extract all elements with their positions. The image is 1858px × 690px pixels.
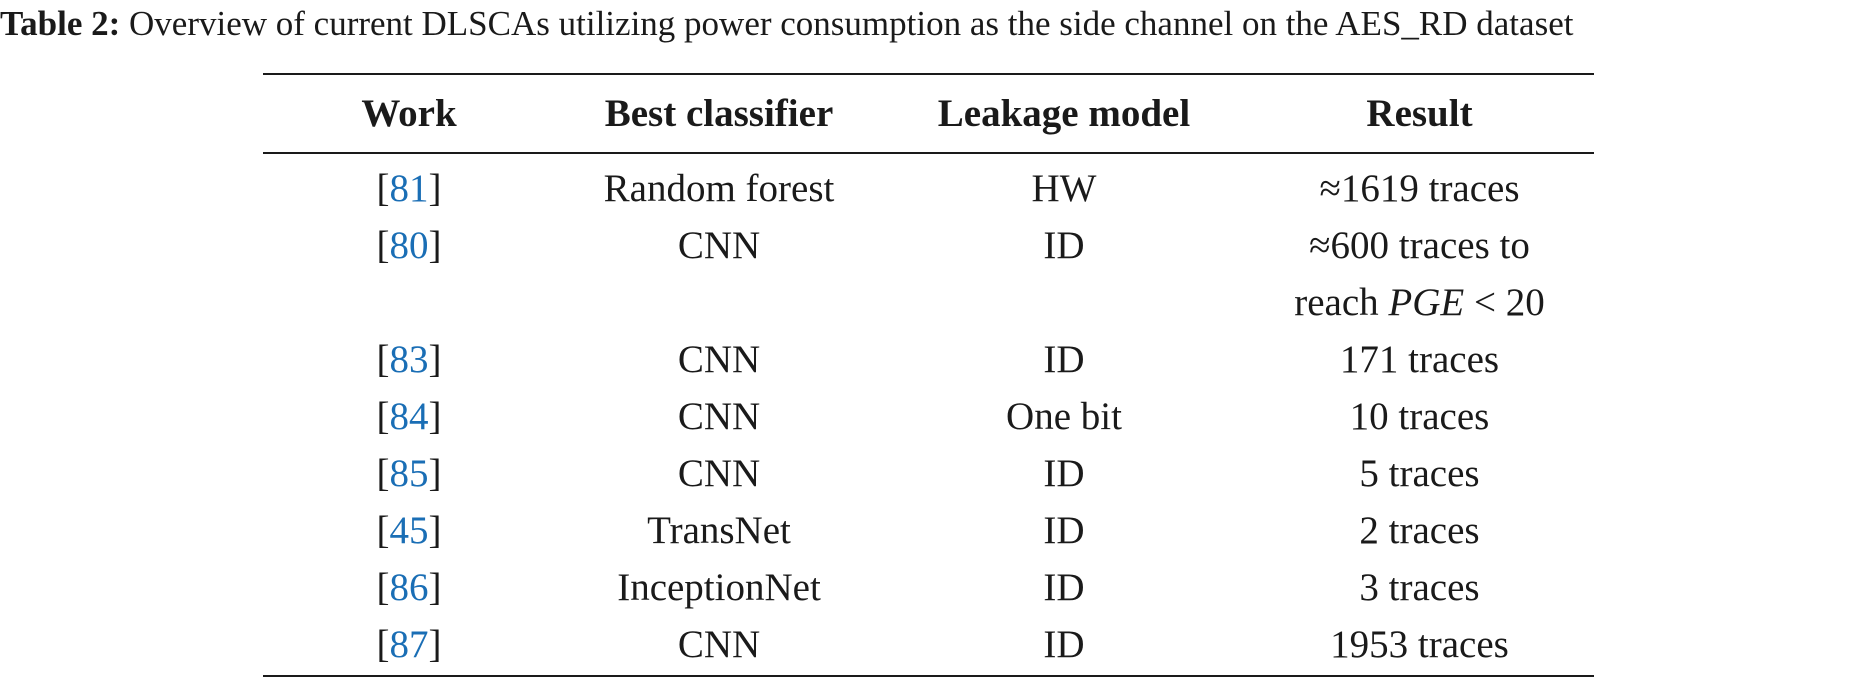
table-row: [84] CNN One bit 10 traces	[263, 388, 1594, 445]
leakage-model-cell: ID	[1043, 452, 1085, 495]
classifier-cell: Random forest	[603, 167, 835, 210]
result-cell: ≈600 traces to reach PGE < 20	[1245, 217, 1594, 331]
citation-link[interactable]: 87	[389, 623, 429, 666]
header-result: Result	[1366, 92, 1473, 135]
table-row: [85] CNN ID 5 traces	[263, 445, 1594, 502]
leakage-model-cell: ID	[1043, 566, 1085, 609]
math-pge: PGE	[1388, 281, 1465, 324]
table-row: [86] InceptionNet ID 3 traces	[263, 559, 1594, 616]
classifier-cell: CNN	[677, 395, 761, 438]
caption-label: Table 2:	[0, 4, 121, 43]
table-row: [80] CNN ID ≈600 traces to reach PGE < 2…	[263, 217, 1594, 331]
leakage-model-cell: One bit	[1006, 395, 1122, 438]
work-cell: [85]	[376, 452, 442, 495]
result-line: reach PGE < 20	[1245, 274, 1594, 331]
result-cell: 5 traces	[1359, 452, 1480, 495]
leakage-model-cell: ID	[1043, 338, 1085, 381]
table-header-row: Work Best classifier Leakage model Resul…	[263, 74, 1594, 153]
work-cell: [81]	[376, 167, 442, 210]
result-cell: 2 traces	[1359, 509, 1480, 552]
classifier-cell: CNN	[677, 623, 761, 666]
table-row: [87] CNN ID 1953 traces	[263, 616, 1594, 676]
leakage-model-cell: ID	[1043, 224, 1085, 267]
leakage-model-cell: HW	[1031, 167, 1097, 210]
result-cell: ≈1619 traces	[1319, 167, 1520, 210]
header-leakage-model: Leakage model	[937, 92, 1191, 135]
table-container: Work Best classifier Leakage model Resul…	[263, 73, 1594, 677]
citation-link[interactable]: 80	[389, 224, 429, 267]
leakage-model-cell: ID	[1043, 509, 1085, 552]
leakage-model-cell: ID	[1043, 623, 1085, 666]
results-table: Work Best classifier Leakage model Resul…	[263, 73, 1594, 677]
caption-text: Overview of current DLSCAs utilizing pow…	[129, 4, 1574, 43]
citation-link[interactable]: 45	[389, 509, 429, 552]
citation-link[interactable]: 84	[389, 395, 429, 438]
work-cell: [86]	[376, 566, 442, 609]
table-row: [81] Random forest HW ≈1619 traces	[263, 153, 1594, 217]
classifier-cell: TransNet	[647, 509, 791, 552]
result-text: reach	[1294, 281, 1389, 324]
work-cell: [84]	[376, 395, 442, 438]
work-cell: [80]	[376, 224, 442, 267]
classifier-cell: CNN	[677, 338, 761, 381]
result-line: ≈600 traces to	[1309, 224, 1530, 267]
citation-link[interactable]: 83	[389, 338, 429, 381]
citation-link[interactable]: 86	[389, 566, 429, 609]
classifier-cell: CNN	[677, 224, 761, 267]
classifier-cell: InceptionNet	[617, 566, 821, 609]
citation-link[interactable]: 85	[389, 452, 429, 495]
work-cell: [45]	[376, 509, 442, 552]
header-best-classifier: Best classifier	[604, 92, 834, 135]
result-cell: 171 traces	[1339, 338, 1500, 381]
citation-link[interactable]: 81	[389, 167, 429, 210]
table-caption: Table 2: Overview of current DLSCAs util…	[0, 0, 1858, 52]
work-cell: [87]	[376, 623, 442, 666]
work-cell: [83]	[376, 338, 442, 381]
result-cell: 10 traces	[1349, 395, 1490, 438]
result-text: < 20	[1464, 281, 1545, 324]
result-cell: 1953 traces	[1330, 623, 1509, 666]
result-cell: 3 traces	[1359, 566, 1480, 609]
table-row: [83] CNN ID 171 traces	[263, 331, 1594, 388]
classifier-cell: CNN	[677, 452, 761, 495]
table-row: [45] TransNet ID 2 traces	[263, 502, 1594, 559]
header-work: Work	[361, 92, 457, 135]
